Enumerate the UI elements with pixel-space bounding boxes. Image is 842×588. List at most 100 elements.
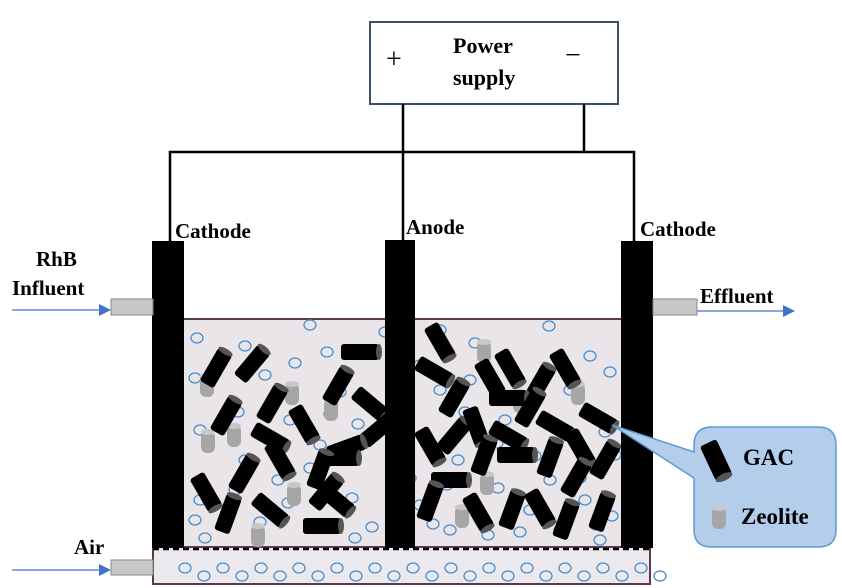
bubble (254, 562, 268, 574)
bubble (596, 562, 610, 574)
bubble (482, 562, 496, 574)
gac-granule (588, 490, 617, 532)
gac-granule (438, 376, 471, 418)
bubble (444, 562, 458, 574)
gac-granule (234, 343, 271, 383)
anode-electrode (385, 240, 415, 548)
legend-zeolite-label: Zeolite (741, 504, 809, 529)
bubble (188, 514, 202, 526)
gac-granule (416, 480, 445, 522)
bubble (216, 562, 230, 574)
gac-granule (288, 404, 321, 446)
gac-granule (414, 356, 456, 389)
bubble (615, 570, 629, 582)
zeolite-pellet (287, 482, 301, 506)
bubble (349, 570, 363, 582)
gac-granule (536, 436, 565, 478)
bubble (288, 357, 302, 369)
gac-granule (494, 348, 527, 390)
power-supply-plus: + (386, 44, 402, 75)
bubble (577, 570, 591, 582)
bubble (558, 562, 572, 574)
bubble (463, 570, 477, 582)
bubble (320, 346, 334, 358)
effluent-label: Effluent (700, 284, 774, 308)
legend-gac-label: GAC (743, 445, 795, 470)
cathode-left-electrode (152, 241, 184, 548)
gac-granule (322, 364, 355, 406)
bubble (542, 320, 556, 332)
cathode-right-electrode (621, 241, 653, 548)
gac-granule (228, 452, 261, 494)
gac-granule (498, 488, 527, 530)
effluent-port (652, 298, 698, 316)
bubble (387, 570, 401, 582)
wiring (168, 104, 636, 242)
gac-granule (578, 402, 620, 435)
bubble (311, 570, 325, 582)
bubble (539, 570, 553, 582)
bubble (443, 524, 457, 536)
bubble (593, 534, 607, 546)
bubble (273, 570, 287, 582)
gac-granule (589, 438, 622, 480)
bubble (433, 384, 447, 396)
bubble (634, 562, 648, 574)
bubble (303, 319, 317, 331)
bubble (578, 494, 592, 506)
bubble (501, 570, 515, 582)
gac-granule (549, 348, 582, 390)
zeolite-pellet (251, 523, 265, 547)
gac-granule (303, 518, 344, 534)
power-supply-title-line1: Power (453, 33, 513, 58)
power-supply-box (369, 21, 619, 105)
influent-label-line2: Influent (12, 276, 85, 300)
gac-granule (514, 386, 547, 428)
influent-arrowhead (99, 304, 111, 316)
gac-granule (524, 488, 557, 530)
influent-label-line1: RhB (36, 247, 77, 271)
bubble (653, 570, 667, 582)
gac-granule (214, 492, 243, 534)
effluent-arrowhead (783, 305, 795, 317)
bubble (238, 340, 252, 352)
bubble (520, 562, 534, 574)
power-supply-minus: − (565, 40, 581, 71)
gac-granule (317, 482, 357, 519)
bubble (351, 418, 365, 430)
legend-callout (611, 424, 837, 548)
bubble (425, 570, 439, 582)
anode-label: Anode (406, 215, 465, 239)
bubble (292, 562, 306, 574)
gac-granule (552, 498, 581, 540)
zeolite-pellet (201, 429, 215, 453)
bubble (190, 332, 204, 344)
bubble (197, 570, 211, 582)
air-arrowhead (99, 564, 111, 576)
gac-granule (251, 492, 291, 529)
air-label: Air (74, 535, 105, 559)
bubble (583, 350, 597, 362)
cathode-left-label: Cathode (175, 219, 251, 243)
gac-layer (190, 322, 622, 540)
bubble (198, 532, 212, 544)
bubble (365, 521, 379, 533)
zeolite-pellet (477, 339, 491, 363)
gac-granule (341, 344, 382, 360)
bubble (498, 414, 512, 426)
gac-granule (414, 426, 447, 468)
air-port (110, 559, 154, 576)
legend-gac-symbol (700, 439, 733, 483)
bubble (235, 570, 249, 582)
gac-granule (210, 394, 243, 436)
gac-granule (470, 434, 499, 476)
bubble (513, 526, 527, 538)
bubble (330, 562, 344, 574)
bubble (368, 562, 382, 574)
gac-granule (256, 382, 289, 424)
bubble (406, 562, 420, 574)
influent-port (110, 298, 154, 316)
gac-granule (306, 448, 335, 490)
bubble (348, 532, 362, 544)
